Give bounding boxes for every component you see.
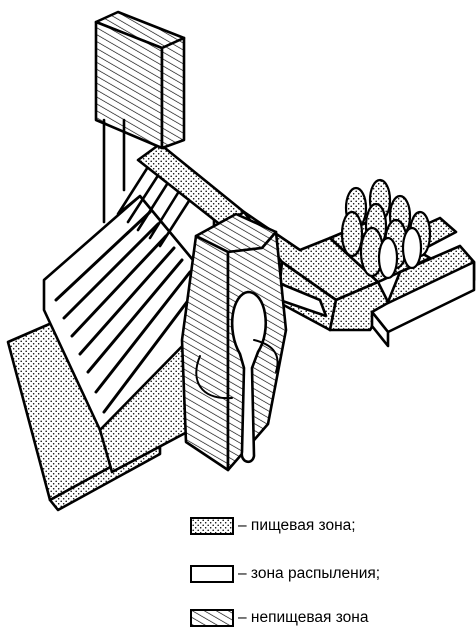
legend-label-food-zone: – пищевая зона; bbox=[238, 517, 356, 534]
legend-item-spray-zone: – зона распыления; bbox=[190, 562, 380, 586]
legend-label-nonfood-zone: – непищевая зона bbox=[238, 609, 369, 626]
legend-item-food-zone: – пищевая зона; bbox=[190, 514, 356, 538]
food-zone-swatch bbox=[190, 517, 234, 535]
spray-zone-swatch bbox=[190, 565, 234, 583]
spoon-icon bbox=[230, 290, 268, 464]
nonfood-zone-swatch bbox=[190, 609, 234, 627]
legend-item-nonfood-zone: – непищевая зона bbox=[190, 606, 368, 630]
nonfood-zone-front-post bbox=[180, 212, 288, 472]
nonfood-zone-column bbox=[94, 10, 186, 224]
legend-label-spray-zone: – зона распыления; bbox=[238, 565, 381, 582]
spray-zone-stepped-wall bbox=[42, 194, 200, 432]
food-zone-plates bbox=[340, 178, 432, 280]
